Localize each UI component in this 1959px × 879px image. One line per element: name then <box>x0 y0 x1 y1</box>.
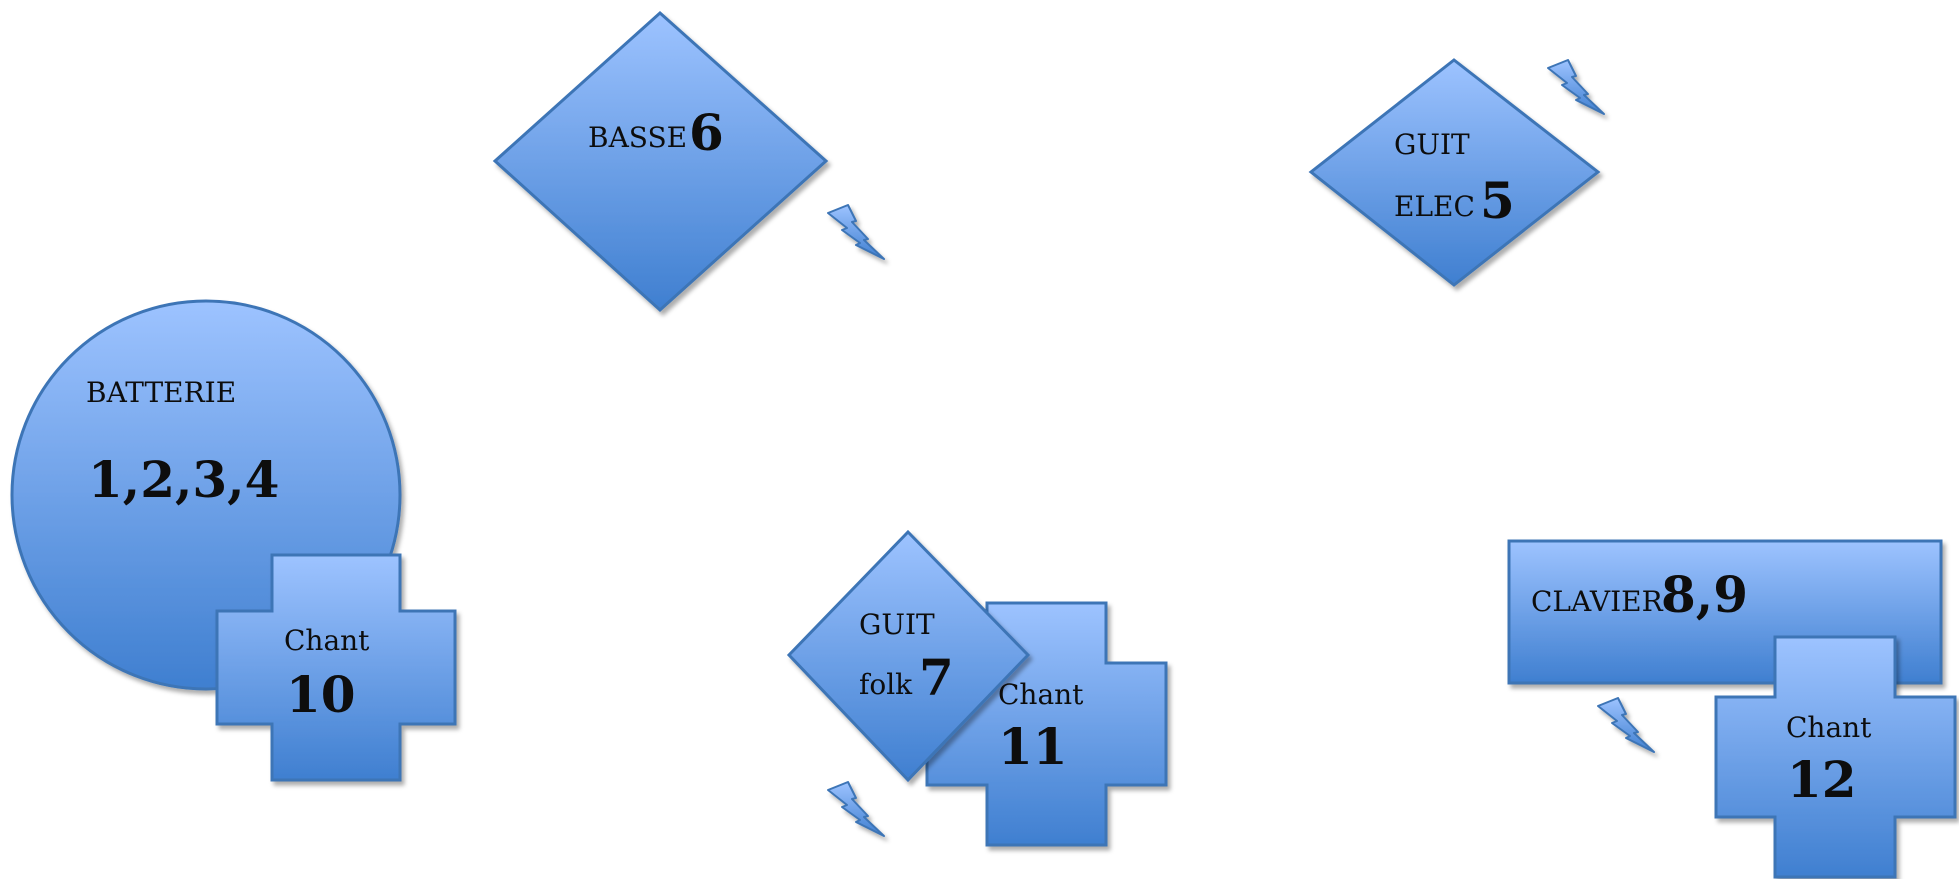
batterie-label: BATTERIE <box>86 376 237 409</box>
batterie-number: 1,2,3,4 <box>88 450 280 509</box>
lightning-bolt-icon <box>1597 697 1655 753</box>
basse-number: 6 <box>689 103 724 162</box>
guit-folk-label-line1: GUIT <box>859 608 935 641</box>
chant-12-number: 12 <box>1787 750 1857 809</box>
chant-10-number: 10 <box>286 665 356 724</box>
chant-10-cross <box>215 553 457 782</box>
lightning-bolt-icon <box>827 204 885 260</box>
basse-diamond <box>492 10 829 313</box>
guit-elec-label-line2: ELEC <box>1394 190 1475 223</box>
chant-12-label: Chant <box>1786 711 1872 744</box>
chant-11-number: 11 <box>998 717 1068 776</box>
chant-12-cross <box>1714 635 1957 879</box>
chant-11-label: Chant <box>998 678 1084 711</box>
lightning-bolt-icon <box>827 781 885 837</box>
chant-10-label: Chant <box>284 624 370 657</box>
guit-elec-number: 5 <box>1480 171 1515 230</box>
guit-folk-diamond <box>786 529 1031 783</box>
clavier-label: CLAVIER <box>1531 585 1663 618</box>
guit-folk-number: 7 <box>919 648 954 707</box>
guit-folk-label-line2: folk <box>859 668 913 701</box>
clavier-number: 8,9 <box>1661 565 1748 624</box>
lightning-bolt-icon <box>1547 59 1605 115</box>
guit-elec-label-line1: GUIT <box>1394 128 1470 161</box>
guit-elec-diamond <box>1308 58 1601 287</box>
basse-label: BASSE <box>588 121 688 154</box>
